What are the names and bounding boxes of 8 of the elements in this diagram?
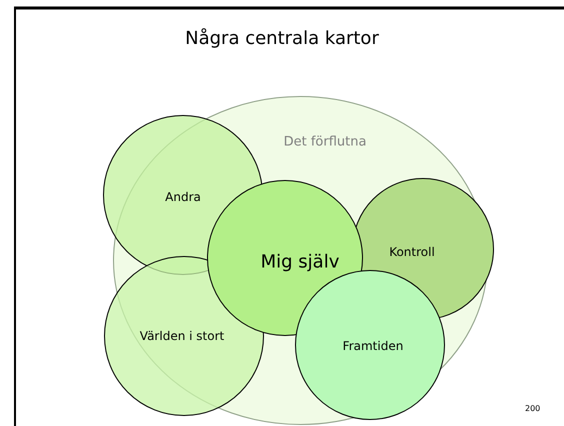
page-number: 200 (525, 404, 540, 413)
circle-label: Det förflutna (284, 134, 366, 150)
circle-label: Världen i stort (140, 329, 224, 343)
circle-label: Kontroll (389, 245, 435, 259)
circle-label: Framtiden (342, 339, 404, 353)
slide-title: Några centrala kartor (184, 28, 380, 49)
circle-label: Andra (165, 190, 201, 204)
circle-label: Mig själv (260, 252, 340, 272)
